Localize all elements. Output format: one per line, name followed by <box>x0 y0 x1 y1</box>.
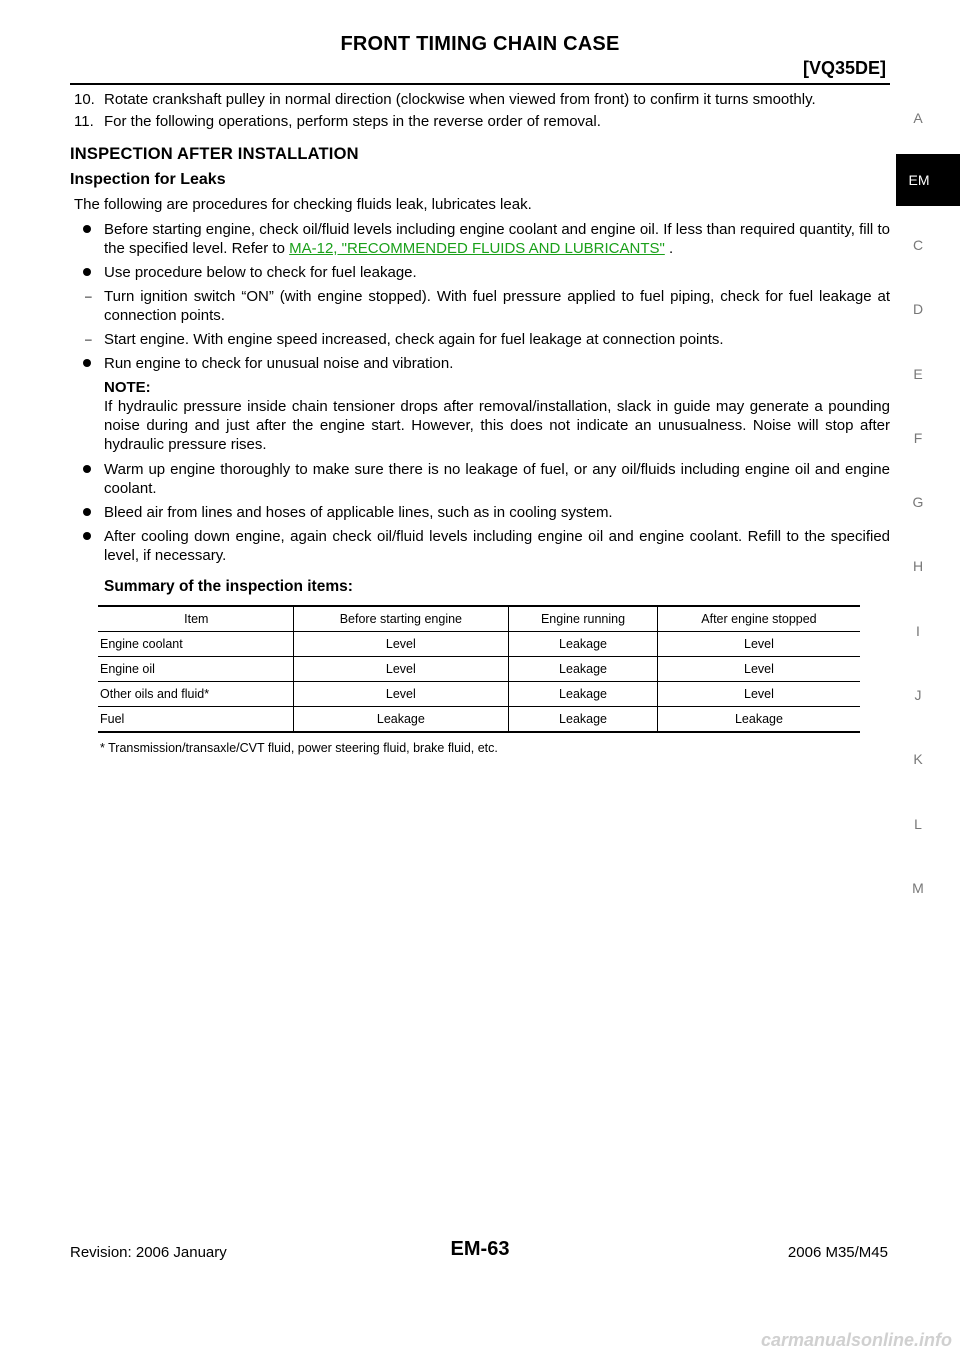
note-block: NOTE: If hydraulic pressure inside chain… <box>70 378 890 454</box>
index-letter-f[interactable]: F <box>913 430 923 446</box>
bullet-item: Before starting engine, check oil/fluid … <box>70 220 890 258</box>
note-label: NOTE: <box>104 379 151 396</box>
bullet-text: After cooling down engine, again check o… <box>104 528 890 564</box>
index-letter-i[interactable]: I <box>916 623 920 639</box>
bullet-item: Warm up engine thoroughly to make sure t… <box>70 460 890 498</box>
bullet-text: Bleed air from lines and hoses of applic… <box>104 504 613 521</box>
table-row: Engine coolant Level Leakage Level <box>98 631 860 657</box>
bullet-icon <box>83 225 91 233</box>
bullet-icon <box>83 532 91 540</box>
step-11: 11. For the following operations, perfor… <box>70 112 890 131</box>
table-header-row: Item Before starting engine Engine runni… <box>98 605 860 632</box>
dash-text: Start engine. With engine speed increase… <box>104 331 724 348</box>
footer-revision: Revision: 2006 January <box>70 1244 227 1261</box>
page-number: EM-63 <box>450 1238 510 1260</box>
table-cell: Leakage <box>508 656 658 682</box>
step-text: Rotate crankshaft pulley in normal direc… <box>104 91 816 108</box>
bullet-item: Bleed air from lines and hoses of applic… <box>70 503 890 522</box>
table-header-cell: Before starting engine <box>292 605 509 632</box>
index-letter-d[interactable]: D <box>912 301 924 317</box>
table-header-cell: Engine running <box>508 605 658 632</box>
step-number: 10. <box>74 91 95 108</box>
table-cell: Leakage <box>508 681 658 707</box>
index-letter-h[interactable]: H <box>912 558 924 574</box>
bullet-icon <box>83 465 91 473</box>
table-cell: Level <box>656 631 860 657</box>
bullet-icon <box>83 508 91 516</box>
main-content: 10. Rotate crankshaft pulley in normal d… <box>70 87 890 758</box>
bullet-item: Use procedure below to check for fuel le… <box>70 263 890 282</box>
table-cell: Engine coolant <box>98 631 294 657</box>
index-letter-l[interactable]: L <box>914 816 922 832</box>
bullet-item: Run engine to check for unusual noise an… <box>70 354 890 373</box>
bullet-icon <box>83 359 91 367</box>
table-cell: Leakage <box>656 706 860 733</box>
index-letter-g[interactable]: G <box>912 494 924 510</box>
bullet-text: Run engine to check for unusual noise an… <box>104 355 454 372</box>
page-title: FRONT TIMING CHAIN CASE <box>340 33 620 55</box>
step-10: 10. Rotate crankshaft pulley in normal d… <box>70 90 890 109</box>
table-row: Other oils and fluid* Level Leakage Leve… <box>98 681 860 707</box>
table-cell: Leakage <box>508 706 658 733</box>
table-row: Fuel Leakage Leakage Leakage <box>98 706 860 733</box>
table-cell: Other oils and fluid* <box>98 681 294 707</box>
index-letter-j[interactable]: J <box>914 687 922 703</box>
index-letter-m[interactable]: M <box>912 880 924 896</box>
bullet-text: Before starting engine, check oil/fluid … <box>104 221 890 257</box>
index-letter-e[interactable]: E <box>913 366 923 382</box>
table-cell: Level <box>292 681 509 707</box>
table-cell: Level <box>292 631 509 657</box>
dash-text: Turn ignition switch “ON” (with engine s… <box>104 288 890 324</box>
dash-item: – Turn ignition switch “ON” (with engine… <box>70 287 890 325</box>
step-text: For the following operations, perform st… <box>104 113 601 130</box>
bullet-text: Warm up engine thoroughly to make sure t… <box>104 461 890 497</box>
dash-item: – Start engine. With engine speed increa… <box>70 330 890 349</box>
step-number: 11. <box>74 113 94 130</box>
engine-code: [VQ35DE] <box>802 58 886 78</box>
footer-model: 2006 M35/M45 <box>787 1244 888 1261</box>
table-header-cell: After engine stopped <box>656 605 860 632</box>
bullet-item: After cooling down engine, again check o… <box>70 527 890 565</box>
subsection-heading: Inspection for Leaks <box>70 171 226 188</box>
bullet-text-tail: . <box>664 240 674 257</box>
index-tab-em-active[interactable]: EM <box>896 154 960 206</box>
bullet-text: Use procedure below to check for fuel le… <box>104 264 417 281</box>
table-cell: Fuel <box>98 706 294 733</box>
section-heading: INSPECTION AFTER INSTALLATION <box>70 145 359 163</box>
watermark: carmanualsonline.info <box>760 1330 952 1350</box>
index-letter-a[interactable]: A <box>913 110 923 126</box>
intro-paragraph: The following are procedures for checkin… <box>74 196 532 213</box>
table-cell: Leakage <box>508 631 658 657</box>
table-cell: Leakage <box>292 706 509 733</box>
table-footnote: * Transmission/transaxle/CVT fluid, powe… <box>100 741 498 755</box>
summary-table: Item Before starting engine Engine runni… <box>98 605 860 733</box>
header-rule <box>70 83 890 85</box>
table-header-cell: Item <box>98 605 294 632</box>
table-cell: Level <box>656 681 860 707</box>
section-index-sidebar: A EM C D E F G H I J K L M <box>896 0 960 1358</box>
table-row: Engine oil Level Leakage Level <box>98 656 860 682</box>
table-cell: Level <box>656 656 860 682</box>
table-cell: Engine oil <box>98 656 294 682</box>
summary-heading: Summary of the inspection items: <box>104 578 353 595</box>
bullet-icon <box>83 268 91 276</box>
reference-link[interactable]: MA-12, "RECOMMENDED FLUIDS AND LUBRICANT… <box>289 240 665 257</box>
index-letter-c[interactable]: C <box>912 237 924 253</box>
note-text: If hydraulic pressure inside chain tensi… <box>104 398 890 453</box>
table-cell: Level <box>292 656 509 682</box>
dash-icon: – <box>85 332 92 346</box>
dash-icon: – <box>85 289 92 303</box>
index-letter-k[interactable]: K <box>913 751 923 767</box>
